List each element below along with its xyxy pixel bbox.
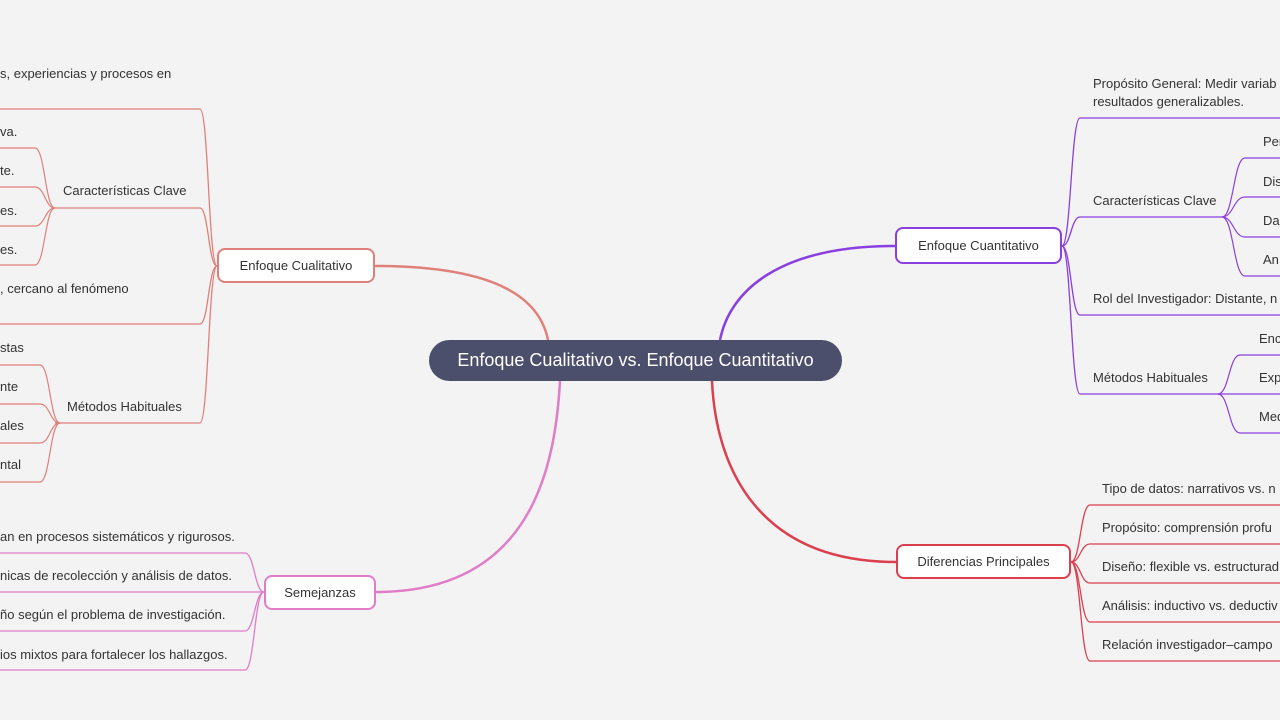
- similarity-item[interactable]: ño según el problema de investigación.: [0, 607, 226, 622]
- connector-line: [1061, 117, 1280, 247]
- connector-line: [375, 380, 562, 594]
- topic-enfoque-cuantitativo[interactable]: Enfoque Cuantitativo: [895, 227, 1062, 264]
- quant-characteristic-item[interactable]: Dis: [1263, 174, 1280, 189]
- topic-semejanzas[interactable]: Semejanzas: [264, 575, 376, 610]
- qual-method-item[interactable]: nte: [0, 379, 19, 394]
- quant-characteristic-item[interactable]: An: [1263, 252, 1279, 267]
- qual-characteristic-item[interactable]: es.: [0, 203, 18, 218]
- connector-line: [1217, 393, 1280, 434]
- connector-line: [0, 422, 61, 483]
- quant-characteristics-label[interactable]: Características Clave: [1093, 193, 1217, 208]
- quant-method-item[interactable]: Exp: [1259, 370, 1280, 385]
- quant-role-text[interactable]: Rol del Investigador: Distante, n: [1093, 291, 1278, 306]
- difference-item[interactable]: Propósito: comprensión profu: [1102, 520, 1272, 535]
- connector-line: [1070, 504, 1280, 563]
- qual-methods-label[interactable]: Métodos Habituales: [67, 399, 182, 414]
- qual-method-item[interactable]: ntal: [0, 457, 21, 472]
- connector-line: [0, 422, 61, 444]
- connector-line: [1221, 216, 1280, 277]
- similarity-item[interactable]: ios mixtos para fortalecer los hallazgos…: [0, 647, 228, 662]
- connector-line: [1061, 245, 1280, 316]
- qual-method-item[interactable]: ales: [0, 418, 24, 433]
- connector-line: [1217, 354, 1280, 395]
- quant-purpose-text[interactable]: Propósito General: Medir variab resultad…: [1093, 76, 1277, 109]
- qual-method-item[interactable]: stas: [0, 340, 24, 355]
- connector-line: [1221, 196, 1280, 218]
- connector-line: [1070, 543, 1280, 563]
- difference-item[interactable]: Tipo de datos: narrativos vs. n: [1102, 481, 1276, 496]
- connector-line: [0, 207, 56, 266]
- connector-line: [55, 207, 218, 267]
- topic-diferencias-principales[interactable]: Diferencias Principales: [896, 544, 1071, 579]
- connector-line: [718, 244, 896, 341]
- qual-characteristics-label[interactable]: Características Clave: [63, 183, 187, 198]
- connector-line: [0, 147, 56, 209]
- root-topic-label: Enfoque Cualitativo vs. Enfoque Cuantita…: [457, 350, 814, 370]
- quant-method-item[interactable]: Enc: [1259, 331, 1280, 346]
- topic-semejanzas-label: Semejanzas: [284, 585, 356, 600]
- connector-line: [1070, 561, 1280, 662]
- connector-line: [0, 552, 265, 593]
- connector-line: [0, 207, 56, 227]
- root-topic[interactable]: Enfoque Cualitativo vs. Enfoque Cuantita…: [429, 340, 842, 381]
- similarity-item[interactable]: nicas de recolección y análisis de datos…: [0, 568, 232, 583]
- connector-line: [710, 380, 897, 564]
- difference-item[interactable]: Diseño: flexible vs. estructurad: [1102, 559, 1280, 574]
- topic-enfoque-cualitativo[interactable]: Enfoque Cualitativo: [217, 248, 375, 283]
- quant-methods-label[interactable]: Métodos Habituales: [1093, 370, 1208, 385]
- quant-characteristic-item[interactable]: Per: [1263, 134, 1280, 149]
- qual-characteristic-item[interactable]: te.: [0, 163, 15, 178]
- topic-enfoque-cuantitativo-label: Enfoque Cuantitativo: [918, 238, 1039, 253]
- connector-line: [0, 591, 265, 671]
- connector-line: [1061, 245, 1218, 395]
- connector-line: [1070, 561, 1280, 584]
- difference-item[interactable]: Análisis: inductivo vs. deductiv: [1102, 598, 1278, 613]
- topic-diferencias-principales-label: Diferencias Principales: [917, 554, 1050, 569]
- connector-line: [374, 264, 550, 341]
- topic-enfoque-cualitativo-label: Enfoque Cualitativo: [239, 258, 353, 273]
- connector-line: [0, 364, 61, 424]
- connector-line: [0, 403, 61, 424]
- quant-method-item[interactable]: Med: [1259, 409, 1280, 424]
- connector-line: [0, 186, 56, 209]
- connector-line: [1221, 157, 1280, 218]
- qual-role-text[interactable]: , cercano al fenómeno: [0, 281, 129, 296]
- qual-characteristic-item[interactable]: va.: [0, 124, 18, 139]
- qual-purpose-text[interactable]: s, experiencias y procesos en: [0, 66, 172, 81]
- connector-line: [0, 108, 218, 267]
- quant-characteristic-item[interactable]: Da: [1263, 213, 1280, 228]
- similarity-item[interactable]: an en procesos sistemáticos y rigurosos.: [0, 529, 235, 544]
- connector-line: [1061, 216, 1222, 247]
- qual-characteristic-item[interactable]: es.: [0, 242, 18, 257]
- connector-line: [0, 265, 218, 325]
- difference-item[interactable]: Relación investigador–campo: [1102, 637, 1273, 652]
- connector-line: [55, 265, 218, 424]
- connector-line: [1221, 216, 1280, 238]
